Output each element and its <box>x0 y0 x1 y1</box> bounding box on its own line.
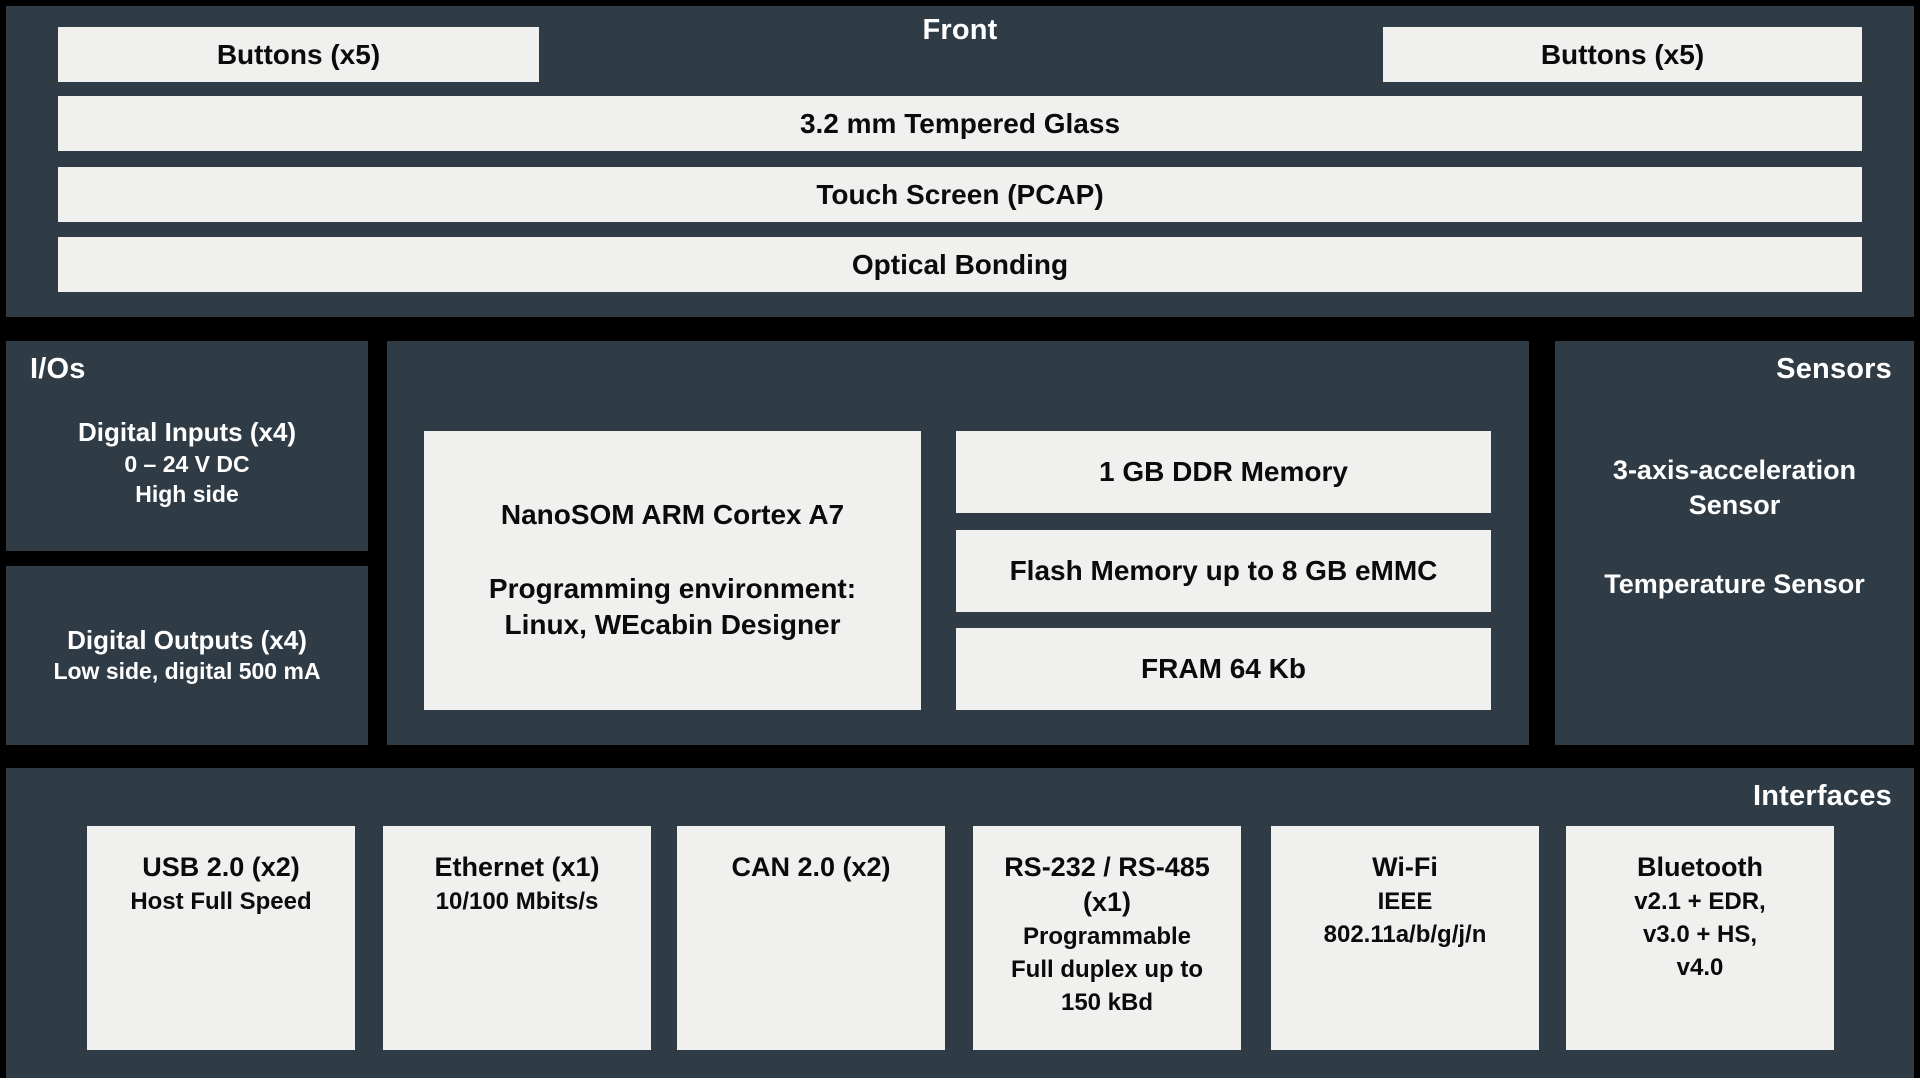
interface-serial-title: RS-232 / RS-485 (x1) <box>1004 852 1210 918</box>
front-buttons-right-block: Buttons (x5) <box>1383 27 1862 82</box>
digital-inputs-title: Digital Inputs (x4) <box>77 417 297 448</box>
front-layer-touch-screen: Touch Screen (PCAP) <box>58 167 1862 222</box>
sensors-panel: Sensors 3-axis-acceleration Sensor Tempe… <box>1555 341 1914 745</box>
memory-fram-block: FRAM 64 Kb <box>956 628 1491 710</box>
temperature-sensor-label: Temperature Sensor <box>1604 569 1865 600</box>
memory-flash-block: Flash Memory up to 8 GB eMMC <box>956 530 1491 612</box>
digital-outputs-block: Digital Outputs (x4) Low side, digital 5… <box>6 566 368 745</box>
interface-ethernet-line: 10/100 Mbits/s <box>435 888 599 916</box>
interface-wifi-line: 802.11a/b/g/j/n <box>1323 921 1487 949</box>
ios-section-title: I/Os <box>30 353 86 385</box>
memory-ddr-block: 1 GB DDR Memory <box>956 431 1491 513</box>
interface-can-block: CAN 2.0 (x2) <box>677 826 945 1050</box>
interface-wifi-title: Wi-Fi <box>1372 852 1438 882</box>
interfaces-panel: Interfaces USB 2.0 (x2) Host Full Speed … <box>6 768 1914 1078</box>
core-panel: NanoSOM ARM Cortex A7 Programming enviro… <box>387 341 1529 745</box>
som-block: NanoSOM ARM Cortex A7 Programming enviro… <box>424 431 921 710</box>
interface-usb-line: Host Full Speed <box>130 888 312 916</box>
digital-inputs-block: Digital Inputs (x4) 0 – 24 V DC High sid… <box>6 375 368 551</box>
front-buttons-left-block: Buttons (x5) <box>58 27 539 82</box>
interface-bluetooth-line: v3.0 + HS, <box>1642 921 1758 949</box>
interface-bluetooth-line: v4.0 <box>1676 954 1724 982</box>
interface-can-title: CAN 2.0 (x2) <box>731 852 891 882</box>
interface-ethernet-title: Ethernet (x1) <box>434 852 600 882</box>
som-os-label: Linux, WEcabin Designer <box>504 609 841 641</box>
front-section: Front Buttons (x5) Buttons (x5) 3.2 mm T… <box>6 6 1914 317</box>
interface-ethernet-block: Ethernet (x1) 10/100 Mbits/s <box>383 826 651 1050</box>
interface-serial-line: Programmable <box>1022 923 1192 951</box>
interface-serial-block: RS-232 / RS-485 (x1) Programmable Full d… <box>973 826 1241 1050</box>
ios-inputs-panel: I/Os Digital Inputs (x4) 0 – 24 V DC Hig… <box>6 341 368 551</box>
front-section-title: Front <box>922 14 998 46</box>
interface-bluetooth-block: Bluetooth v2.1 + EDR, v3.0 + HS, v4.0 <box>1566 826 1834 1050</box>
sensors-section-title: Sensors <box>1776 353 1892 385</box>
som-programming-env-label: Programming environment: <box>488 572 857 604</box>
digital-outputs-spec: Low side, digital 500 mA <box>53 658 321 685</box>
digital-inputs-side: High side <box>135 480 239 507</box>
sensors-list: 3-axis-acceleration Sensor Temperature S… <box>1555 453 1914 602</box>
digital-inputs-voltage: 0 – 24 V DC <box>124 451 250 477</box>
ios-outputs-panel: Digital Outputs (x4) Low side, digital 5… <box>6 566 368 745</box>
interfaces-section-title: Interfaces <box>1752 780 1892 812</box>
interface-serial-line: Full duplex up to <box>1011 956 1203 984</box>
interface-usb-title: USB 2.0 (x2) <box>142 852 300 882</box>
interface-wifi-block: Wi-Fi IEEE 802.11a/b/g/j/n <box>1271 826 1539 1050</box>
interface-bluetooth-title: Bluetooth <box>1637 852 1763 882</box>
front-layer-tempered-glass: 3.2 mm Tempered Glass <box>58 96 1862 151</box>
som-cpu-label: NanoSOM ARM Cortex A7 <box>500 498 845 530</box>
front-layer-optical-bonding: Optical Bonding <box>58 237 1862 292</box>
digital-outputs-title: Digital Outputs (x4) <box>67 624 307 655</box>
interface-bluetooth-line: v2.1 + EDR, <box>1634 888 1766 916</box>
interface-usb-block: USB 2.0 (x2) Host Full Speed <box>87 826 355 1050</box>
acceleration-sensor-label: 3-axis-acceleration Sensor <box>1612 455 1857 521</box>
interface-wifi-line: IEEE <box>1377 888 1433 916</box>
interface-serial-line: 150 kBd <box>1060 989 1154 1017</box>
